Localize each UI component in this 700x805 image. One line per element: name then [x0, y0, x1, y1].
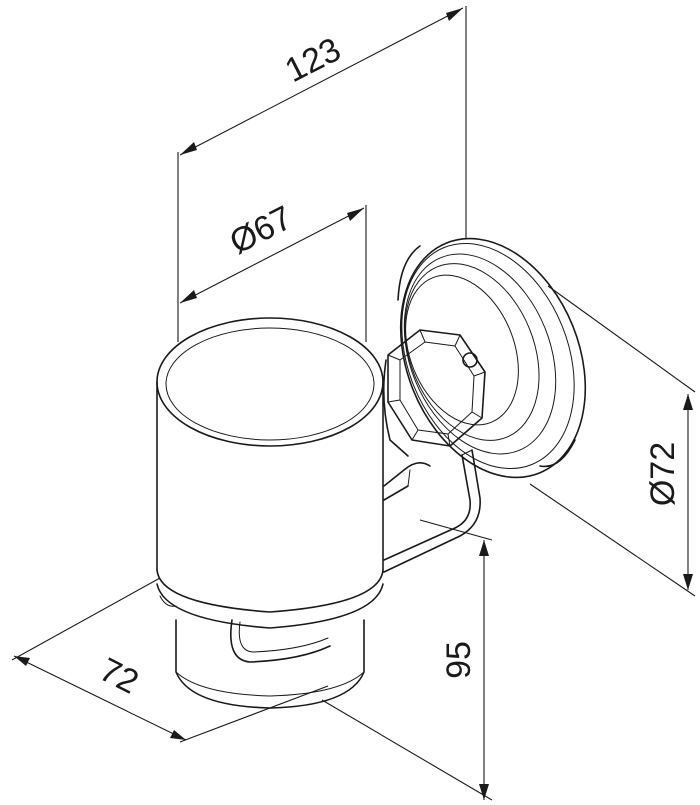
- dimension-cup-diameter: Ø67: [179, 199, 367, 342]
- cup: [156, 317, 384, 709]
- dimension-72-label: 72: [94, 651, 145, 702]
- dimension-123-label: 123: [279, 30, 347, 90]
- dimension-95-label: 95: [440, 641, 478, 679]
- wall-mount-disc: [397, 237, 587, 479]
- dimension-67-label: Ø67: [224, 199, 299, 262]
- dimension-base-diameter: Ø72: [529, 285, 696, 597]
- dimension-72-diameter-label: Ø72: [644, 442, 682, 506]
- holder-arm: [383, 449, 481, 573]
- dimension-height: 95: [321, 519, 493, 801]
- dimension-overall-depth: 123: [177, 6, 467, 342]
- hex-nut-bracket: [382, 329, 486, 457]
